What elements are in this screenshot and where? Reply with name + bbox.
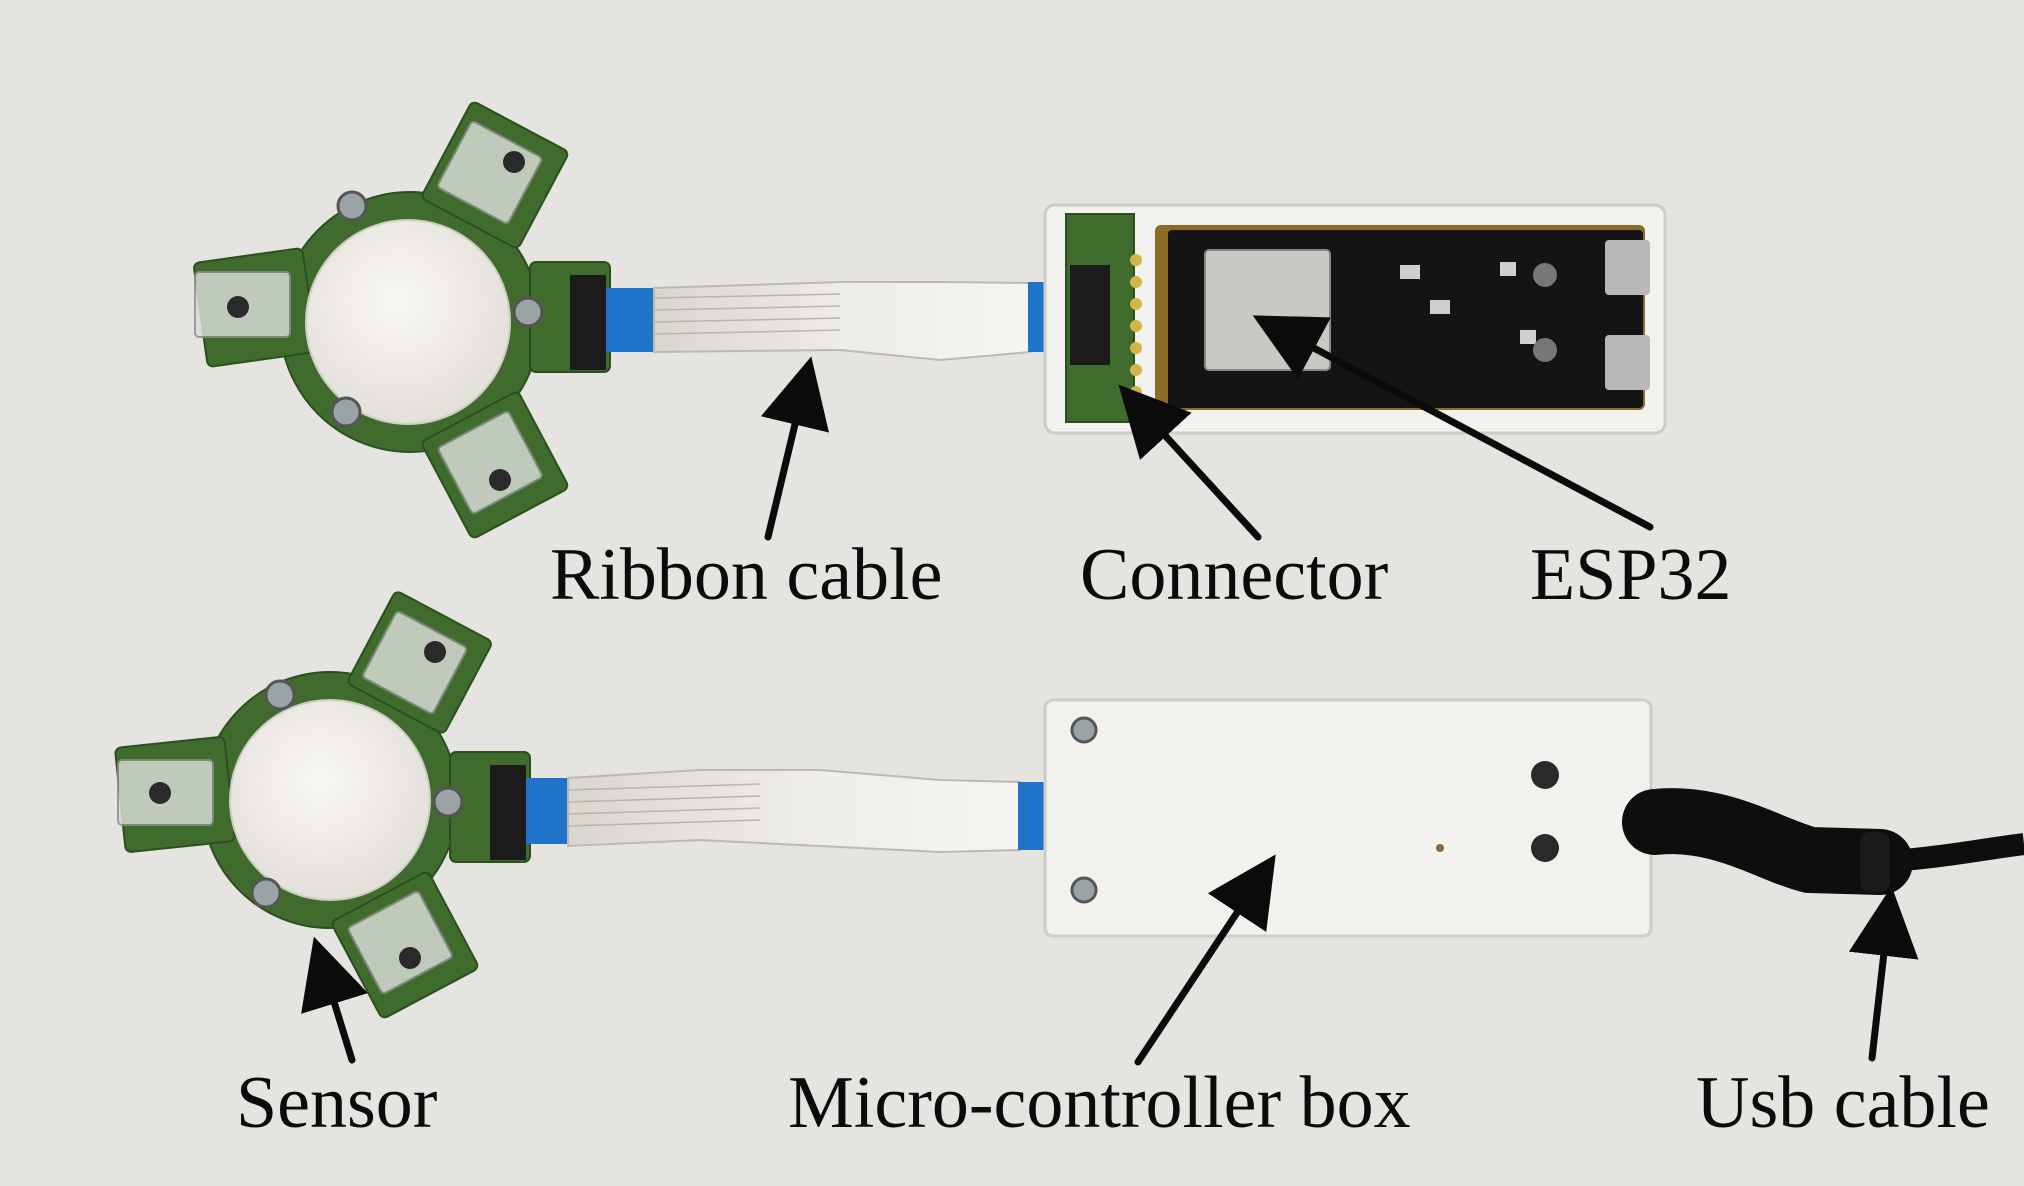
annotation-arrows [301, 315, 1919, 1066]
usb-cable [1622, 788, 2024, 895]
arrow-esp32 [1252, 315, 1654, 531]
ribbon-cable-bottom [526, 762, 1104, 862]
ribbon-cable-top [606, 281, 1068, 362]
arrow-sensor [301, 936, 368, 1064]
label-connector: Connector [1080, 534, 1389, 616]
sensor-bottom [114, 591, 531, 1019]
label-ribbon-cable: Ribbon cable [550, 534, 943, 616]
arrow-usb-cable [1848, 886, 1919, 1062]
label-sensor: Sensor [236, 1062, 438, 1144]
label-usb-cable: Usb cable [1696, 1062, 1990, 1144]
arrow-micro-controller-box [1134, 854, 1276, 1066]
arrow-connector [1118, 384, 1262, 541]
sensor-top [193, 101, 611, 539]
micro-controller-box [1043, 698, 1653, 938]
arrow-ribbon-cable [760, 356, 829, 541]
label-micro-controller-box: Micro-controller box [788, 1062, 1411, 1144]
label-esp32: ESP32 [1530, 534, 1732, 616]
esp32-board-enclosure [1043, 203, 1667, 435]
